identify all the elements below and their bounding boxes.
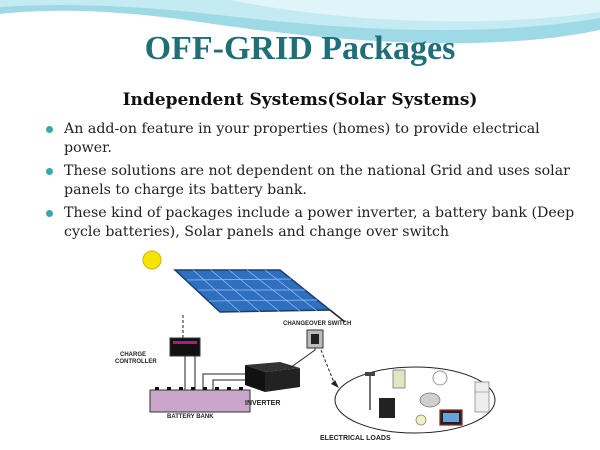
changeover-switch-label: CHANGEOVER SWITCH: [283, 321, 351, 327]
bullet-text: These kind of packages include a power i…: [64, 205, 575, 240]
electrical-loads-label: ELECTRICAL LOADS: [320, 435, 391, 442]
charge-controller-label-line1: CHARGE: [120, 352, 146, 358]
inverter-icon: [245, 362, 300, 392]
appliance-icons: [365, 369, 490, 426]
bullet-icon: [46, 168, 53, 175]
solar-panel-icon: [173, 269, 346, 323]
off-grid-system-diagram: CHARGE CONTROLLER BATTERY BANK INVERTER …: [115, 250, 496, 442]
battery-bank-icon: [149, 387, 251, 413]
bullet-item: These kind of packages include a power i…: [40, 204, 580, 241]
electrical-loads-group: [334, 366, 496, 434]
bullet-list: An add-on feature in your properties (ho…: [40, 120, 580, 246]
bullet-item: These solutions are not dependent on the…: [40, 162, 580, 199]
bullet-text: These solutions are not dependent on the…: [64, 163, 570, 198]
wire-battery-to-inverter: [212, 379, 245, 390]
bullet-icon: [46, 210, 53, 217]
bullet-text: An add-on feature in your properties (ho…: [64, 121, 540, 156]
arrow-icon: [331, 380, 339, 388]
sun-icon: [142, 250, 162, 270]
charge-controller-icon: [169, 337, 201, 357]
bullet-item: An add-on feature in your properties (ho…: [40, 120, 580, 157]
header-wave-decoration: [0, 0, 600, 44]
inverter-label: INVERTER: [245, 400, 280, 407]
slide-subtitle: Independent Systems(Solar Systems): [122, 90, 478, 110]
slide-title: OFF-GRID Packages: [144, 30, 456, 67]
changeover-switch-icon: [306, 329, 324, 349]
bullet-icon: [46, 126, 53, 133]
wire-switch-to-loads: [320, 349, 336, 386]
wire-battery-to-inverter: [202, 373, 245, 390]
battery-bank-label: BATTERY BANK: [167, 414, 214, 420]
charge-controller-label-line2: CONTROLLER: [115, 359, 157, 365]
